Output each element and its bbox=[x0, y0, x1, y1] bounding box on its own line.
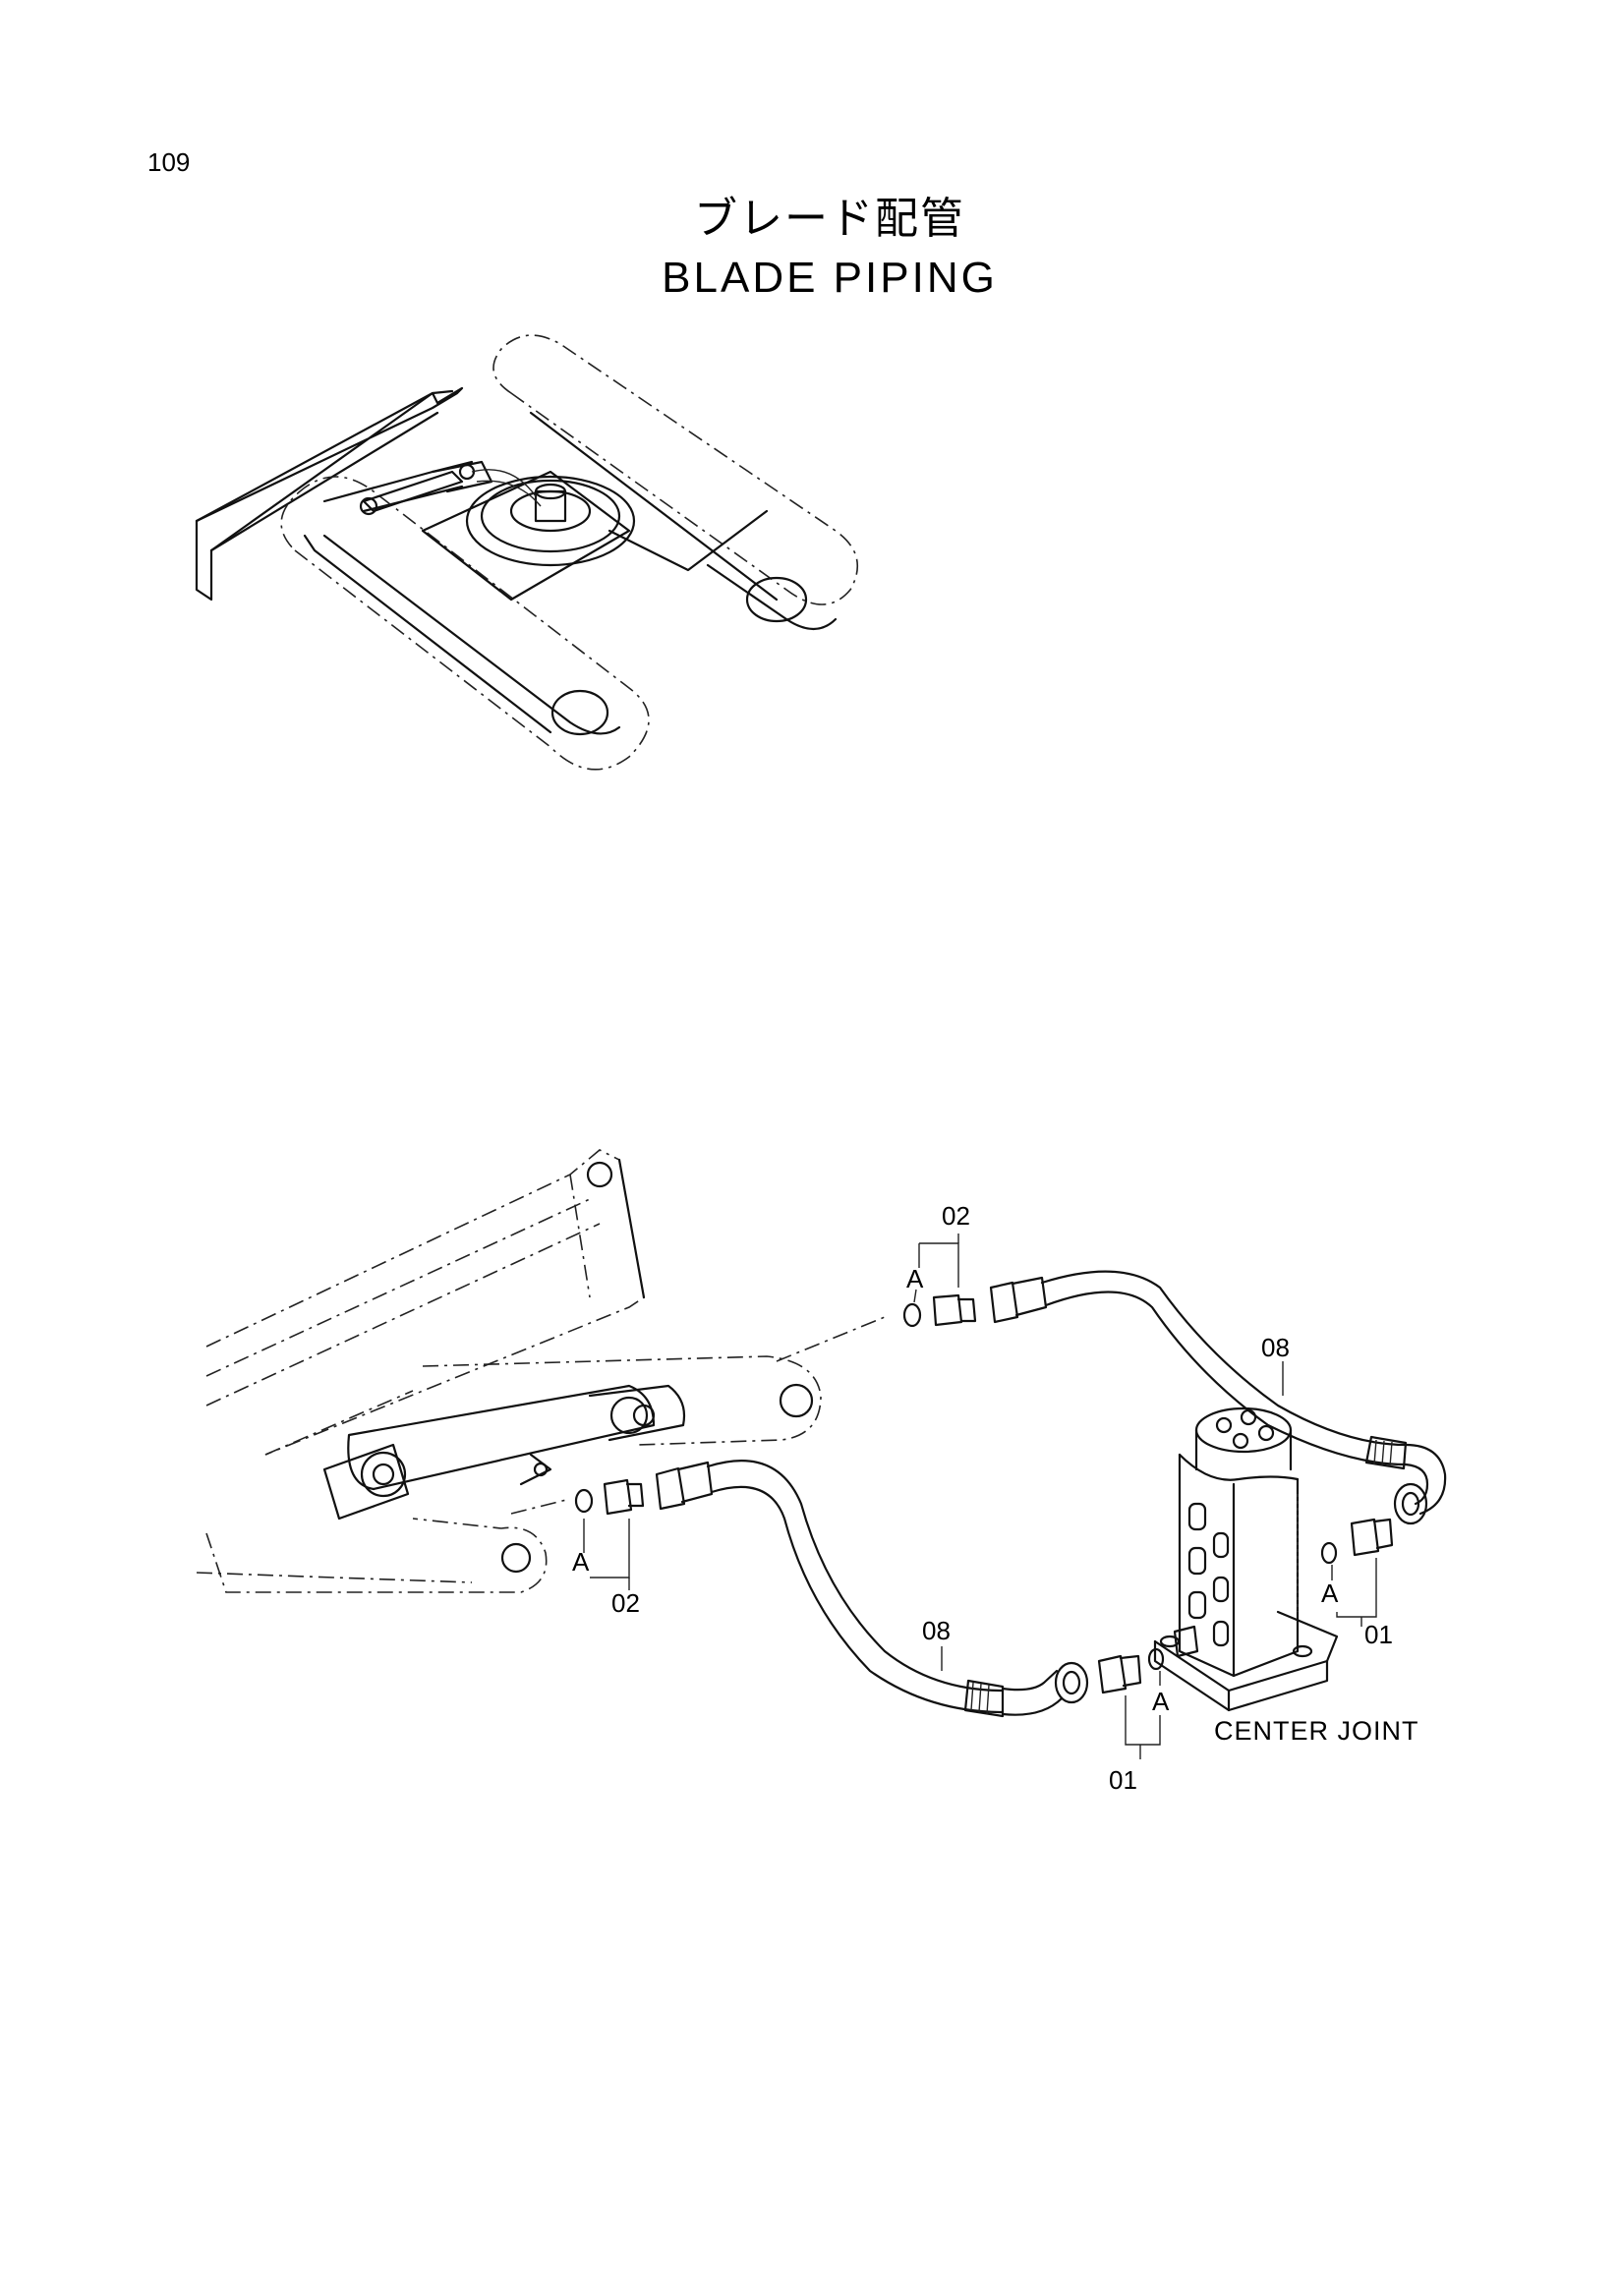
callout-a-top: A bbox=[906, 1264, 924, 1293]
callout-08-bottom: 08 bbox=[922, 1616, 951, 1645]
undercarriage-overview bbox=[195, 334, 859, 771]
callout-02-left: 02 bbox=[611, 1588, 640, 1618]
center-joint-label: CENTER JOINT bbox=[1214, 1716, 1419, 1746]
callout-01-center: 01 bbox=[1109, 1765, 1137, 1795]
page-number: 109 bbox=[147, 147, 191, 177]
callout-a-left: A bbox=[572, 1547, 590, 1577]
callout-02-top: 02 bbox=[942, 1201, 970, 1231]
blade-piping-detail bbox=[196, 1149, 1447, 1759]
center-joint-body bbox=[1153, 1406, 1339, 1712]
title-english: BLADE PIPING bbox=[662, 254, 998, 302]
callout-08-top: 08 bbox=[1261, 1333, 1290, 1362]
callout-a-center: A bbox=[1152, 1687, 1170, 1716]
title-japanese: ブレード配管 bbox=[694, 194, 965, 244]
callout-a-right: A bbox=[1321, 1578, 1339, 1608]
callout-01-right: 01 bbox=[1364, 1620, 1393, 1649]
title-block: ブレード配管 BLADE PIPING bbox=[0, 192, 1620, 306]
